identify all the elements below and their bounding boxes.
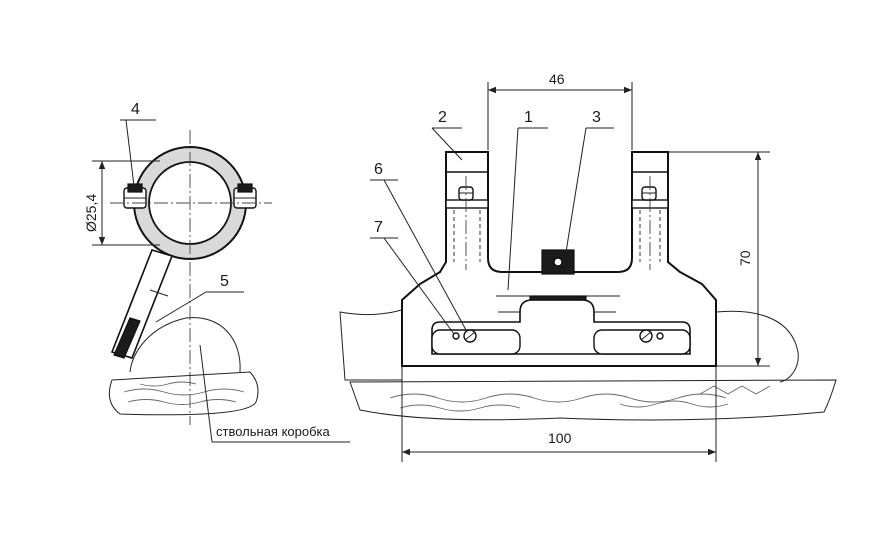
callout-4: 4: [131, 101, 140, 118]
front-view: 46 70 100 2 1 3 6 7: [339, 71, 837, 462]
callout-6: 6: [374, 161, 383, 178]
screw-4: [127, 183, 143, 193]
screw-7: [452, 332, 460, 340]
collar-band-left: [445, 199, 489, 209]
callout-2: 2: [438, 109, 447, 126]
dim-base-length: 100: [548, 430, 572, 446]
dim-height: 70: [737, 250, 753, 266]
stock-left: [108, 371, 259, 416]
callout-3: 3: [592, 109, 601, 126]
lever-slot: [113, 317, 141, 359]
dim-diameter: Ø25,4: [83, 194, 99, 232]
receiver-profile-right: [339, 309, 403, 381]
side-view: Ø25,4 4 5 ствольная коробка: [83, 101, 350, 443]
receiver-profile-left: [129, 317, 241, 373]
stock-right: [349, 379, 837, 421]
dim-top-width: 46: [549, 71, 565, 87]
callout-1: 1: [524, 109, 533, 126]
callout-7: 7: [374, 219, 383, 236]
callout-5: 5: [220, 273, 229, 290]
receiver-label: ствольная коробка: [216, 424, 331, 439]
